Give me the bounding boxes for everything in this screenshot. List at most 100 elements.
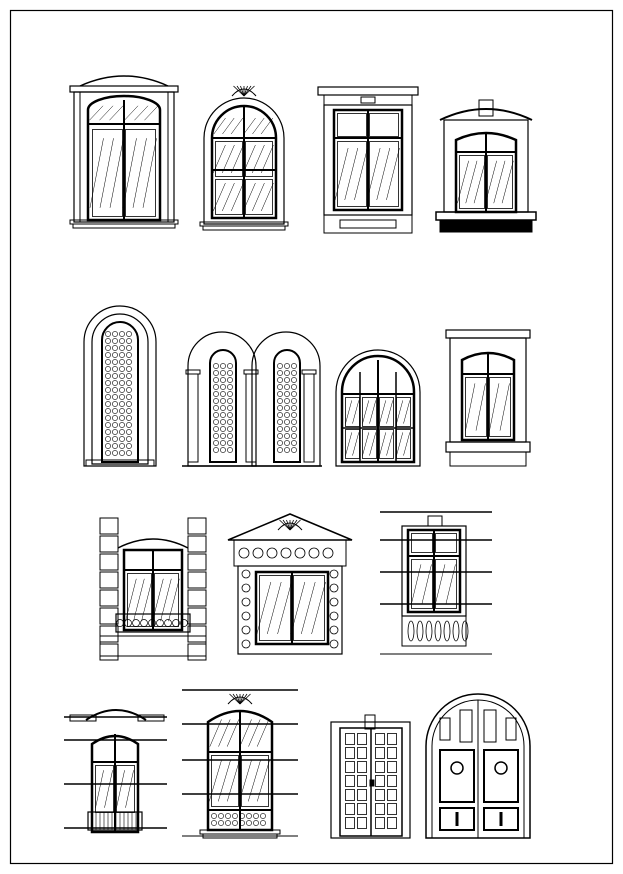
pilaster-ornament — [329, 625, 339, 635]
glass-hatch — [366, 147, 381, 201]
glass-pane — [489, 377, 511, 437]
sill-base — [99, 635, 207, 657]
outer-arch — [335, 349, 421, 467]
rustication-block — [187, 535, 207, 553]
tracery-ornament — [220, 447, 226, 453]
pilaster-ornament — [241, 639, 251, 649]
sheet-border — [9, 9, 614, 865]
apron-panel — [323, 214, 413, 234]
frieze-ornament — [238, 547, 250, 559]
pilaster-ornament — [241, 625, 251, 635]
inner-arch — [91, 313, 149, 465]
glass-hatch — [133, 578, 145, 622]
tracery-ornament — [213, 391, 219, 397]
glass-hatch — [252, 117, 265, 135]
drawing-item-window-pediment-ornate — [227, 513, 353, 655]
glass-hatch — [160, 578, 172, 622]
pilaster-ornament — [241, 583, 251, 593]
tracery-ornament — [126, 443, 132, 449]
frieze — [233, 539, 347, 567]
tracery-ornament — [105, 352, 111, 358]
tracery-ornament — [277, 419, 283, 425]
rustication-block — [99, 571, 119, 589]
window-sill — [72, 223, 176, 229]
tracery-ornament — [291, 433, 297, 439]
tracery-ornament — [119, 331, 125, 337]
glass-hatch — [379, 432, 387, 456]
window-collection — [64, 75, 537, 839]
glass-hatch — [227, 760, 240, 802]
balcony-base — [439, 219, 533, 233]
door-handle — [369, 779, 375, 787]
upper-panel — [505, 717, 517, 741]
glass-hatch — [277, 581, 292, 635]
glass-pane — [357, 817, 367, 829]
tracery-ornament — [105, 366, 111, 372]
tracery-ornament — [126, 338, 132, 344]
frieze-ornament — [266, 547, 278, 559]
tracery-ornament — [119, 408, 125, 414]
frieze-ornament — [322, 547, 334, 559]
tracery-ornament — [112, 429, 118, 435]
tracery-ornament — [126, 373, 132, 379]
glass-pane — [357, 761, 367, 773]
tracery-ornament — [291, 426, 297, 432]
tracery-ornament — [220, 370, 226, 376]
glass-pane — [375, 733, 385, 745]
tracery-ornament — [284, 384, 290, 390]
glass-hatch — [475, 383, 486, 431]
glass-hatch — [501, 160, 514, 204]
glass-hatch — [403, 432, 411, 456]
balconette-rail — [115, 613, 191, 633]
glass-pane — [357, 775, 367, 787]
glass-hatch — [311, 581, 326, 635]
glass-hatch — [134, 105, 149, 121]
tracery-ornament — [227, 440, 233, 446]
drawing-item-window-french-balcony — [64, 709, 167, 834]
drawing-item-window-double-arched-tracery — [182, 331, 322, 467]
shell-crest — [236, 85, 245, 97]
frieze-ornament — [308, 547, 320, 559]
upper-panel — [439, 717, 451, 741]
rustication-block — [99, 607, 119, 625]
tracery-ornament — [112, 401, 118, 407]
inner-casing — [79, 91, 169, 223]
tracery-ornament — [260, 820, 266, 826]
shell-crest — [233, 85, 245, 97]
sash-frame — [210, 104, 278, 220]
carved-panel — [439, 749, 475, 803]
tracery-ornament — [284, 412, 290, 418]
tracery-ornament — [220, 440, 226, 446]
tracery-ornament — [227, 391, 233, 397]
tracery-ornament — [112, 352, 118, 358]
tracery-ornament — [227, 370, 233, 376]
tracery-ornament — [213, 405, 219, 411]
glass-pane — [435, 533, 457, 553]
balconette-scroll — [140, 619, 148, 627]
tracery-ornament — [105, 387, 111, 393]
glass-pane — [411, 533, 433, 553]
drawing-item-window-arched-shell-crest — [199, 85, 289, 231]
outer-casing — [237, 565, 343, 655]
tracery-ornament — [213, 440, 219, 446]
sash-frame — [206, 709, 274, 832]
pilaster-ornament — [241, 569, 251, 579]
glass-hatch — [485, 160, 497, 204]
column-capital — [301, 369, 317, 375]
glass-pane — [345, 803, 355, 815]
glass-pane — [357, 789, 367, 801]
tracery-ornament — [105, 443, 111, 449]
tracery-ornament — [112, 345, 118, 351]
sash-frame — [90, 734, 140, 834]
tracery-ornament — [112, 373, 118, 379]
tracery-ornament — [213, 426, 219, 432]
tracery-ornament — [126, 366, 132, 372]
tracery-ornament — [218, 820, 224, 826]
window-sill — [202, 833, 278, 839]
shell-crest — [231, 88, 257, 97]
tracery-ornament — [119, 338, 125, 344]
window-sill — [202, 225, 286, 231]
tracery-ornament — [119, 415, 125, 421]
balconette-scroll — [172, 619, 180, 627]
